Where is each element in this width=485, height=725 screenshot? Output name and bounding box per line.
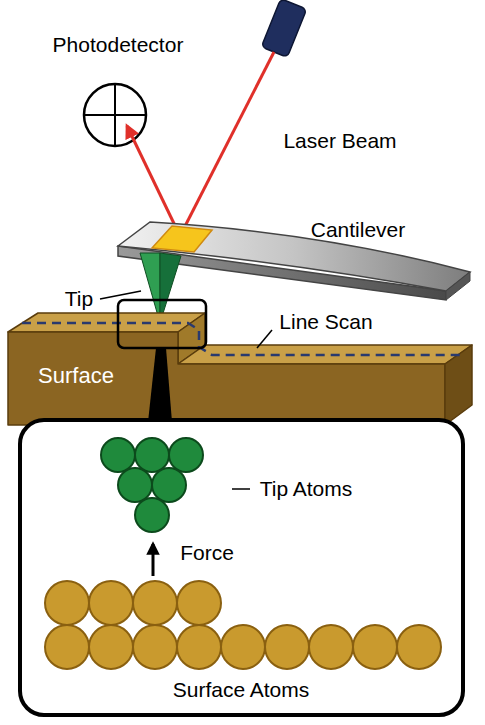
beam-label: Laser Beam (283, 129, 396, 153)
cantilever-end (446, 272, 470, 300)
line-scan (22, 323, 462, 355)
detector-circle (84, 84, 146, 146)
surface-atom (89, 625, 133, 669)
surface-atom (45, 581, 89, 625)
inset-frame (20, 420, 463, 715)
tip-atom (101, 438, 135, 472)
part-label: Tip Atoms (260, 477, 353, 501)
zoom-connector (148, 348, 172, 422)
tip-atom (152, 468, 186, 502)
surface-atom (133, 625, 177, 669)
surface-atom (89, 581, 133, 625)
surface-atom (45, 625, 89, 669)
surface-atom (133, 581, 177, 625)
detector-cross (114, 84, 116, 146)
part-label: Cantilever (311, 218, 406, 242)
force-arrow (152, 544, 155, 576)
surface-front (8, 332, 445, 425)
laser-source (261, 0, 306, 57)
part-label: Line Scan (279, 310, 372, 334)
leader-line (257, 330, 272, 348)
surface-atom (309, 625, 353, 669)
surface-atom (177, 581, 221, 625)
tip-atom (169, 438, 203, 472)
tip-atom (135, 438, 169, 472)
force-label: Force (180, 541, 234, 565)
surface-side (445, 345, 472, 425)
zoom-frame (118, 300, 206, 348)
atom-group (45, 438, 441, 669)
surface-atom (221, 625, 265, 669)
leader-line (232, 488, 250, 490)
surface-label: Surface (38, 363, 114, 388)
surface-block (8, 313, 472, 425)
surface-atom (397, 625, 441, 669)
reflector-pad (152, 226, 212, 252)
inset-label: Surface Atoms (173, 678, 310, 702)
reflected-beam (127, 126, 180, 236)
tip-atom (135, 498, 169, 532)
detector-label: Photodetector (53, 33, 184, 57)
surface-atom (353, 625, 397, 669)
photodetector-symbol (84, 84, 146, 146)
surface-atom (177, 625, 221, 669)
surface-atom (265, 625, 309, 669)
laser-beam (180, 52, 274, 236)
leader-line (100, 291, 141, 299)
tip-atom (118, 468, 152, 502)
part-label: Tip (65, 287, 93, 311)
